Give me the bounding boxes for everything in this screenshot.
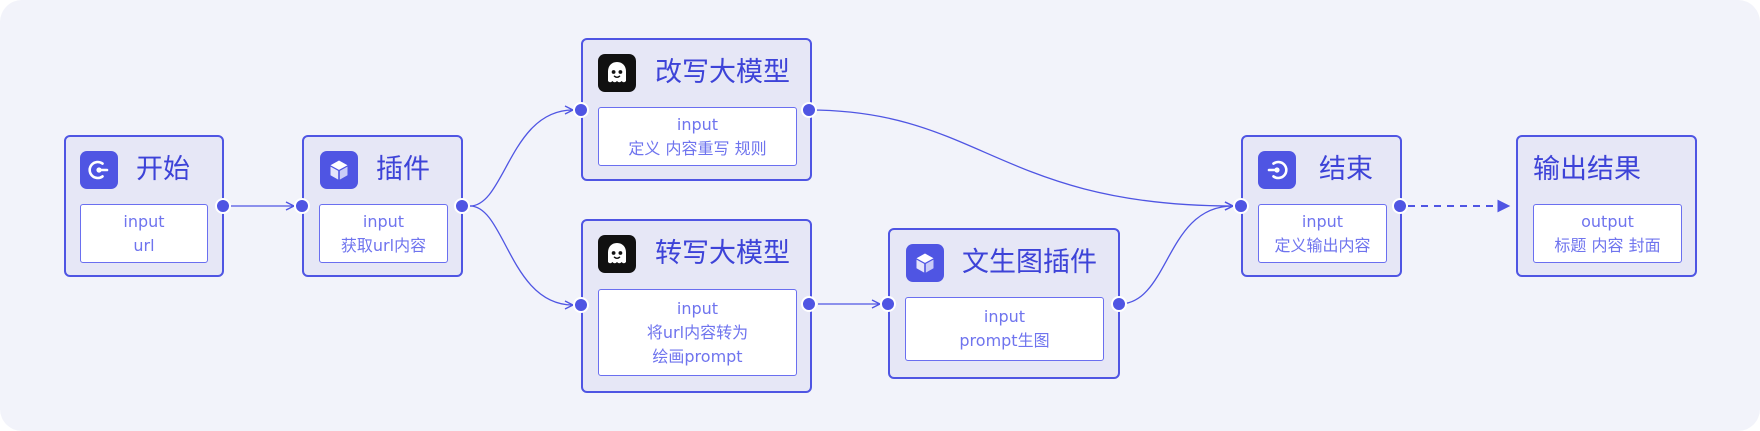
edge-image-plugin-to-end	[1118, 206, 1233, 305]
node-image-plugin-line: input	[983, 307, 1026, 326]
node-transcribe-model-line: 绘画prompt	[652, 346, 743, 366]
node-plugin-title: 插件	[376, 154, 430, 185]
node-plugin-line: 获取url内容	[340, 235, 427, 255]
node-plugin-line: input	[362, 211, 405, 231]
node-transcribe-model-title: 转写大模型	[655, 238, 790, 269]
edge-rewrite-model-to-end	[808, 109, 1233, 206]
node-end-body: input 定义输出内容	[1258, 204, 1387, 263]
node-image-plugin-line: prompt生图	[959, 331, 1050, 350]
rewrite-model-output-port[interactable]	[801, 102, 817, 118]
node-start-body: input url	[80, 204, 208, 263]
node-image-plugin-title: 文生图插件	[962, 247, 1097, 278]
transcribe-model-output-port[interactable]	[801, 296, 817, 312]
node-transcribe-model-line: input	[676, 298, 719, 318]
node-start-title: 开始	[136, 154, 190, 185]
node-rewrite-model[interactable]: 改写大模型 input 定义 内容重写 规则	[581, 38, 812, 181]
node-rewrite-model-body: input 定义 内容重写 规则	[598, 107, 797, 166]
plugin-output-port[interactable]	[454, 198, 470, 214]
node-rewrite-model-line: input	[676, 114, 719, 134]
node-start-line: input	[123, 211, 165, 231]
node-output-body: output 标题 内容 封面	[1533, 204, 1682, 263]
node-image-plugin[interactable]: 文生图插件 input prompt生图	[888, 228, 1120, 379]
node-end-line: 定义输出内容	[1274, 235, 1371, 255]
start-icon	[80, 151, 118, 189]
cube-icon	[906, 244, 944, 282]
node-rewrite-model-line: 定义 内容重写 规则	[628, 138, 767, 158]
image-plugin-input-port[interactable]	[880, 296, 896, 312]
node-end-line: input	[1301, 211, 1344, 231]
edge-plugin-to-transcribe-model	[469, 205, 573, 305]
node-rewrite-model-title: 改写大模型	[655, 57, 790, 88]
plugin-input-port[interactable]	[294, 198, 310, 214]
start-output-port[interactable]	[215, 198, 231, 214]
transcribe-model-input-port[interactable]	[573, 297, 589, 313]
end-output-port[interactable]	[1392, 198, 1408, 214]
node-end[interactable]: 结束 input 定义输出内容	[1241, 135, 1402, 277]
node-transcribe-model[interactable]: 转写大模型 input 将url内容转为 绘画prompt	[581, 219, 812, 393]
end-icon	[1258, 151, 1296, 189]
node-output-line: 标题 内容 封面	[1554, 235, 1661, 255]
node-plugin[interactable]: 插件 input 获取url内容	[302, 135, 463, 277]
ghost-icon	[598, 235, 636, 273]
node-start-line: url	[133, 235, 155, 255]
node-end-title: 结束	[1319, 154, 1373, 185]
node-output-title: 输出结果	[1533, 154, 1641, 185]
node-transcribe-model-body: input 将url内容转为 绘画prompt	[598, 289, 797, 376]
rewrite-model-input-port[interactable]	[573, 102, 589, 118]
cube-icon	[320, 151, 358, 189]
edge-plugin-to-rewrite-model	[469, 110, 573, 207]
ghost-icon	[598, 54, 636, 92]
end-input-port[interactable]	[1233, 198, 1249, 214]
node-start[interactable]: 开始 input url	[64, 135, 224, 277]
node-output-line: output	[1581, 211, 1634, 231]
image-plugin-output-port[interactable]	[1111, 296, 1127, 312]
node-output[interactable]: 输出结果 output 标题 内容 封面	[1516, 135, 1697, 277]
node-transcribe-model-line: 将url内容转为	[646, 322, 749, 342]
node-image-plugin-body: input prompt生图	[905, 297, 1104, 361]
node-plugin-body: input 获取url内容	[319, 204, 448, 263]
